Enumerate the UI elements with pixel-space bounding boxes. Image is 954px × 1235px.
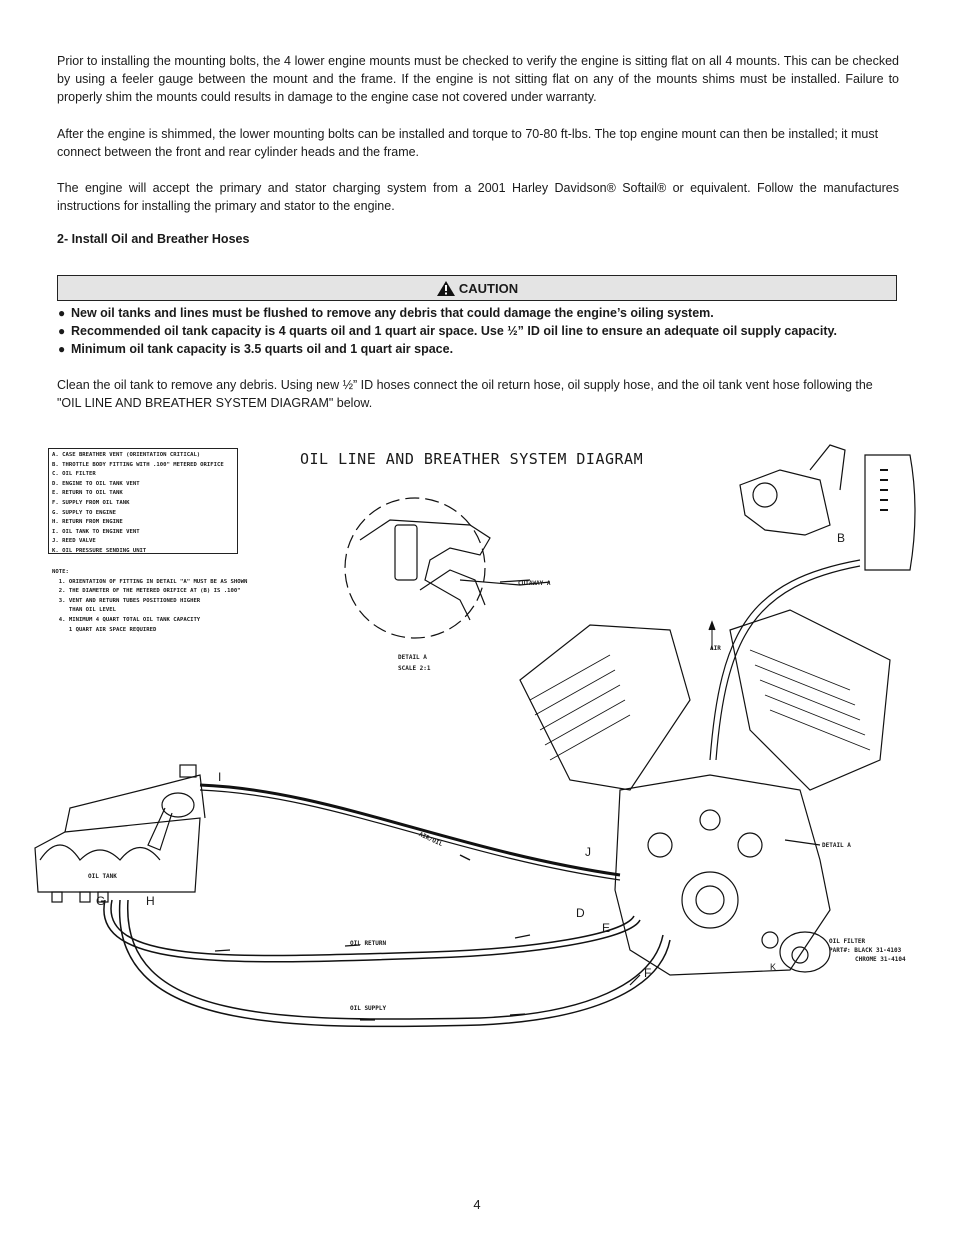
label-detail-a-right: DETAIL A — [822, 842, 851, 849]
letter-i: I — [218, 770, 222, 784]
caution-list: ●New oil tanks and lines must be flushed… — [57, 304, 899, 358]
label-oil-return: OIL RETURN — [350, 940, 387, 947]
letter-f: F — [644, 966, 652, 980]
label-oil-tank: OIL TANK — [88, 873, 117, 880]
caution-item: ●Minimum oil tank capacity is 3.5 quarts… — [58, 342, 454, 356]
letter-d: D — [576, 906, 585, 920]
diagram-notes: NOTE: 1. ORIENTATION OF FITTING IN DETAI… — [52, 569, 248, 633]
letter-k: K — [770, 962, 777, 972]
oil-line-diagram-illustration — [34, 444, 916, 1028]
bullet-icon: ● — [58, 342, 66, 356]
label-air: AIR — [710, 645, 721, 652]
letter-j: J — [585, 845, 591, 859]
label-oil-supply: OIL SUPPLY — [350, 1005, 387, 1012]
caution-item: ●Recommended oil tank capacity is 4 quar… — [58, 324, 837, 338]
page-number: 4 — [473, 1197, 481, 1212]
warning-triangle-icon — [436, 280, 455, 296]
label-part-chrome: CHROME 31-4104 — [855, 956, 906, 963]
paragraph-primary-stator: The engine will accept the primary and s… — [57, 181, 899, 213]
letter-b: B — [837, 531, 846, 545]
paragraph-engine-mounts: Prior to installing the mounting bolts, … — [57, 54, 899, 104]
section-heading: 2- Install Oil and Breather Hoses — [57, 232, 250, 246]
diagram-title: OIL LINE AND BREATHER SYSTEM DIAGRAM — [300, 450, 644, 468]
label-part-black: PART#: BLACK 31-4103 — [829, 947, 902, 954]
letter-h: H — [146, 894, 155, 908]
bullet-icon: ● — [58, 324, 66, 338]
label-detail-a: DETAIL A — [398, 654, 427, 661]
letter-g: G — [96, 894, 106, 908]
paragraph-clean-oil-tank: Clean the oil tank to remove any debris.… — [57, 378, 873, 410]
caution-label: CAUTION — [458, 280, 519, 296]
paragraph-mounting-bolts: After the engine is shimmed, the lower m… — [57, 127, 879, 159]
letter-e: E — [602, 921, 611, 935]
bullet-icon: ● — [58, 306, 66, 320]
diagram-legend: A. CASE BREATHER VENT (ORIENTATION CRITI… — [48, 448, 238, 554]
label-cutaway: CUTAWAY A — [518, 580, 551, 587]
label-oil-filter: OIL FILTER — [829, 938, 866, 945]
caution-banner: CAUTION — [57, 275, 897, 301]
label-scale: SCALE 2:1 — [398, 665, 431, 672]
caution-item: ●New oil tanks and lines must be flushed… — [58, 306, 714, 320]
